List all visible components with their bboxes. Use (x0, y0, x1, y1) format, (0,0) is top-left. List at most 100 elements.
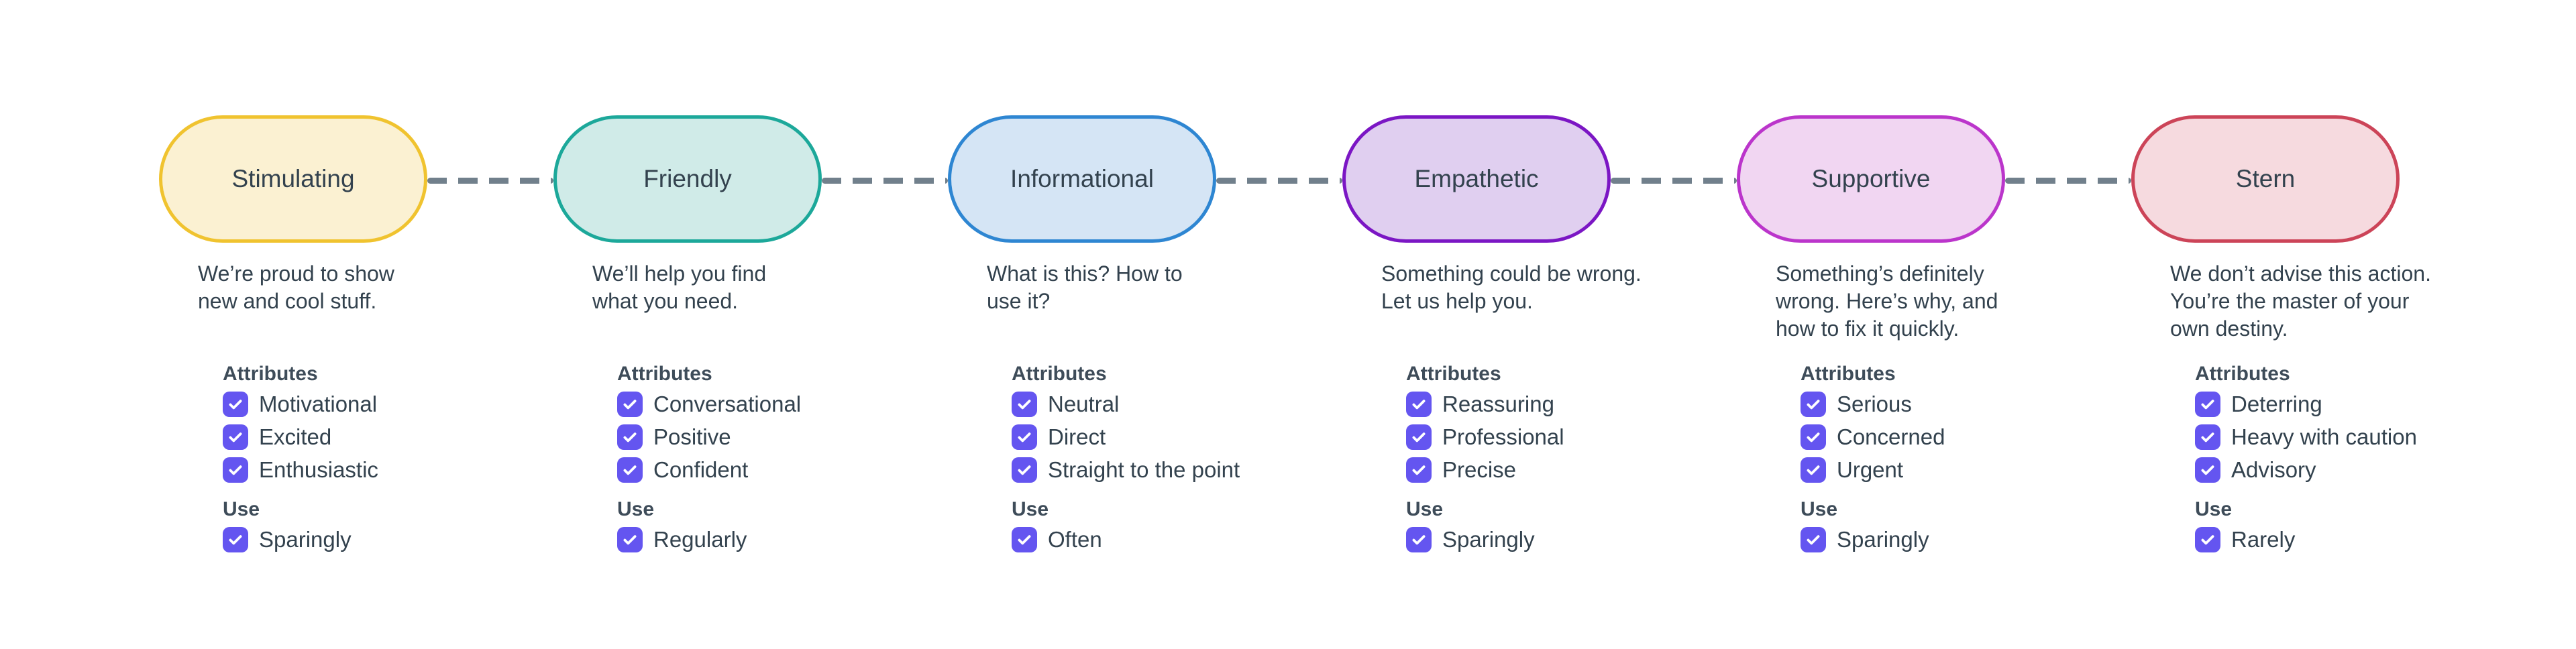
attribute-label: Precise (1442, 457, 1517, 482)
attribute-row: Confident (617, 457, 885, 483)
attribute-row: Heavy with caution (2195, 424, 2463, 450)
attribute-label: Deterring (2231, 392, 2322, 416)
checkbox-checked-icon[interactable] (1801, 424, 1826, 450)
attribute-row: Serious (1801, 392, 2069, 417)
dashed-connector (822, 178, 948, 184)
attributes-heading: Attributes (1801, 363, 1896, 385)
dashed-connector (1611, 178, 1737, 184)
use-section: Use Sparingly (223, 497, 491, 560)
use-row: Rarely (2195, 527, 2463, 552)
use-heading: Use (1801, 498, 1838, 520)
use-section: Use Sparingly (1801, 497, 2069, 560)
attribute-label: Heavy with caution (2231, 424, 2417, 449)
attribute-label: Professional (1442, 424, 1564, 449)
checkbox-checked-icon[interactable] (2195, 527, 2220, 552)
checkbox-checked-icon[interactable] (2195, 424, 2220, 450)
attribute-label: Positive (653, 424, 731, 449)
tone-description: Something could be wrong. Let us help yo… (1381, 261, 1642, 313)
checkbox-checked-icon[interactable] (1406, 527, 1432, 552)
attribute-label: Serious (1837, 392, 1912, 416)
tone-description: We don’t advise this action. You’re the … (2170, 261, 2431, 341)
checkbox-checked-icon[interactable] (1012, 457, 1037, 483)
attribute-row: Direct (1012, 424, 1280, 450)
tone-column: Stern We don’t advise this action. You’r… (2131, 0, 2431, 649)
checkbox-checked-icon[interactable] (223, 424, 248, 450)
checkbox-checked-icon[interactable] (1406, 424, 1432, 450)
tone-label: Empathetic (1414, 165, 1539, 192)
attribute-row: Enthusiastic (223, 457, 491, 483)
attribute-label: Urgent (1837, 457, 1904, 482)
use-row: Often (1012, 527, 1280, 552)
attribute-row: Deterring (2195, 392, 2463, 417)
attribute-row: Excited (223, 424, 491, 450)
checkbox-checked-icon[interactable] (2195, 392, 2220, 417)
use-section: Use Sparingly (1406, 497, 1674, 560)
attributes-section: Attributes Conversational Positive Confi… (617, 362, 885, 490)
checkbox-checked-icon[interactable] (617, 457, 643, 483)
dashed-connector (2005, 178, 2131, 184)
use-row: Regularly (617, 527, 885, 552)
use-heading: Use (2195, 498, 2233, 520)
checkbox-checked-icon[interactable] (1012, 527, 1037, 552)
attributes-section: Attributes Neutral Direct Straight to th… (1012, 362, 1280, 490)
attributes-section: Attributes Reassuring Professional Preci… (1406, 362, 1674, 490)
attributes-heading: Attributes (617, 363, 712, 385)
tone-column: Friendly We’ll help you find what you ne… (553, 0, 822, 649)
checkbox-checked-icon[interactable] (1406, 392, 1432, 417)
checkbox-checked-icon[interactable] (617, 392, 643, 417)
tone-pill: Stimulating (159, 115, 427, 243)
tone-column: Informational What is this? How to use i… (948, 0, 1240, 649)
tone-pill: Stern (2131, 115, 2400, 243)
attributes-section: Attributes Serious Concerned Urgent (1801, 362, 2069, 490)
tone-pill: Empathetic (1342, 115, 1611, 243)
checkbox-checked-icon[interactable] (1801, 457, 1826, 483)
tone-description: We’re proud to show new and cool stuff. (198, 261, 394, 313)
attribute-row: Positive (617, 424, 885, 450)
checkbox-checked-icon[interactable] (1801, 392, 1826, 417)
checkbox-checked-icon[interactable] (223, 457, 248, 483)
tone-label: Friendly (643, 165, 732, 192)
use-label-value: Often (1048, 527, 1102, 552)
checkbox-checked-icon[interactable] (1012, 424, 1037, 450)
attribute-row: Concerned (1801, 424, 2069, 450)
use-row: Sparingly (1406, 527, 1674, 552)
attributes-heading: Attributes (1012, 363, 1107, 385)
use-heading: Use (1012, 498, 1049, 520)
tone-label: Stimulating (231, 165, 355, 192)
tone-label: Stern (2235, 165, 2296, 192)
tone-label: Supportive (1811, 165, 1931, 192)
attribute-row: Reassuring (1406, 392, 1674, 417)
tone-description: We’ll help you find what you need. (592, 261, 767, 313)
use-row: Sparingly (1801, 527, 2069, 552)
attributes-heading: Attributes (1406, 363, 1501, 385)
checkbox-checked-icon[interactable] (223, 392, 248, 417)
attribute-row: Motivational (223, 392, 491, 417)
attributes-section: Attributes Deterring Heavy with caution … (2195, 362, 2463, 490)
use-label-value: Regularly (653, 527, 747, 552)
checkbox-checked-icon[interactable] (2195, 457, 2220, 483)
attribute-label: Straight to the point (1048, 457, 1240, 482)
use-section: Use Often (1012, 497, 1280, 560)
use-section: Use Rarely (2195, 497, 2463, 560)
use-heading: Use (617, 498, 655, 520)
attributes-heading: Attributes (223, 363, 318, 385)
tone-description: What is this? How to use it? (987, 261, 1183, 313)
attribute-row: Neutral (1012, 392, 1280, 417)
use-label-value: Sparingly (1837, 527, 1929, 552)
checkbox-checked-icon[interactable] (1406, 457, 1432, 483)
use-heading: Use (223, 498, 260, 520)
checkbox-checked-icon[interactable] (223, 527, 248, 552)
checkbox-checked-icon[interactable] (617, 527, 643, 552)
checkbox-checked-icon[interactable] (1012, 392, 1037, 417)
use-label-value: Sparingly (259, 527, 352, 552)
use-row: Sparingly (223, 527, 491, 552)
checkbox-checked-icon[interactable] (1801, 527, 1826, 552)
dashed-connector (427, 178, 553, 184)
attributes-section: Attributes Motivational Excited Enthusia… (223, 362, 491, 490)
use-heading: Use (1406, 498, 1444, 520)
tone-column: Stimulating We’re proud to show new and … (159, 0, 427, 649)
attribute-row: Advisory (2195, 457, 2463, 483)
attribute-label: Enthusiastic (259, 457, 378, 482)
checkbox-checked-icon[interactable] (617, 424, 643, 450)
